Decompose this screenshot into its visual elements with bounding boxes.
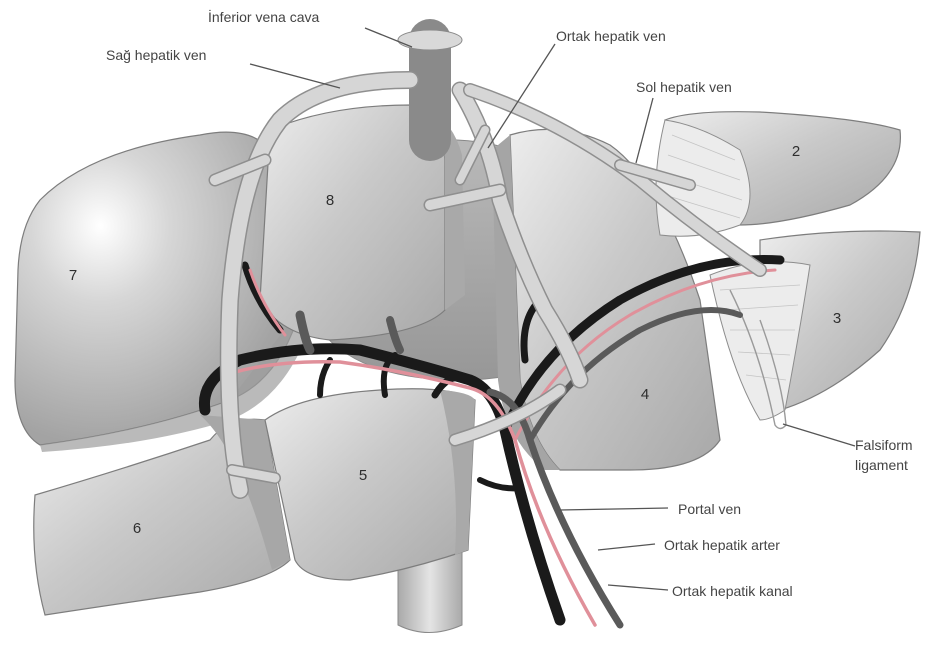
label-falsiform-line1: Falsiform [855,437,913,453]
segment-8-number: 8 [326,192,334,209]
segment-7-number: 7 [69,267,77,284]
segment-3-number: 3 [833,310,841,327]
segment-5-number: 5 [359,467,367,484]
label-inferior-vena-cava: İnferior vena cava [208,8,319,25]
label-falsiform-line2: ligament [855,457,908,473]
label-ortak-hepatik-ven: Ortak hepatik ven [556,28,666,44]
label-sag-hepatik-ven: Sağ hepatik ven [106,47,206,63]
segment-5-lobe [265,389,475,580]
label-portal-ven: Portal ven [678,501,741,517]
label-ortak-hepatik-arter: Ortak hepatik arter [664,537,780,553]
segment-6-number: 6 [133,520,141,537]
label-ortak-hepatik-kanal: Ortak hepatik kanal [672,583,793,599]
segment-4-number: 4 [641,386,649,403]
label-sol-hepatik-ven: Sol hepatik ven [636,79,732,95]
segment-2-number: 2 [792,143,800,160]
